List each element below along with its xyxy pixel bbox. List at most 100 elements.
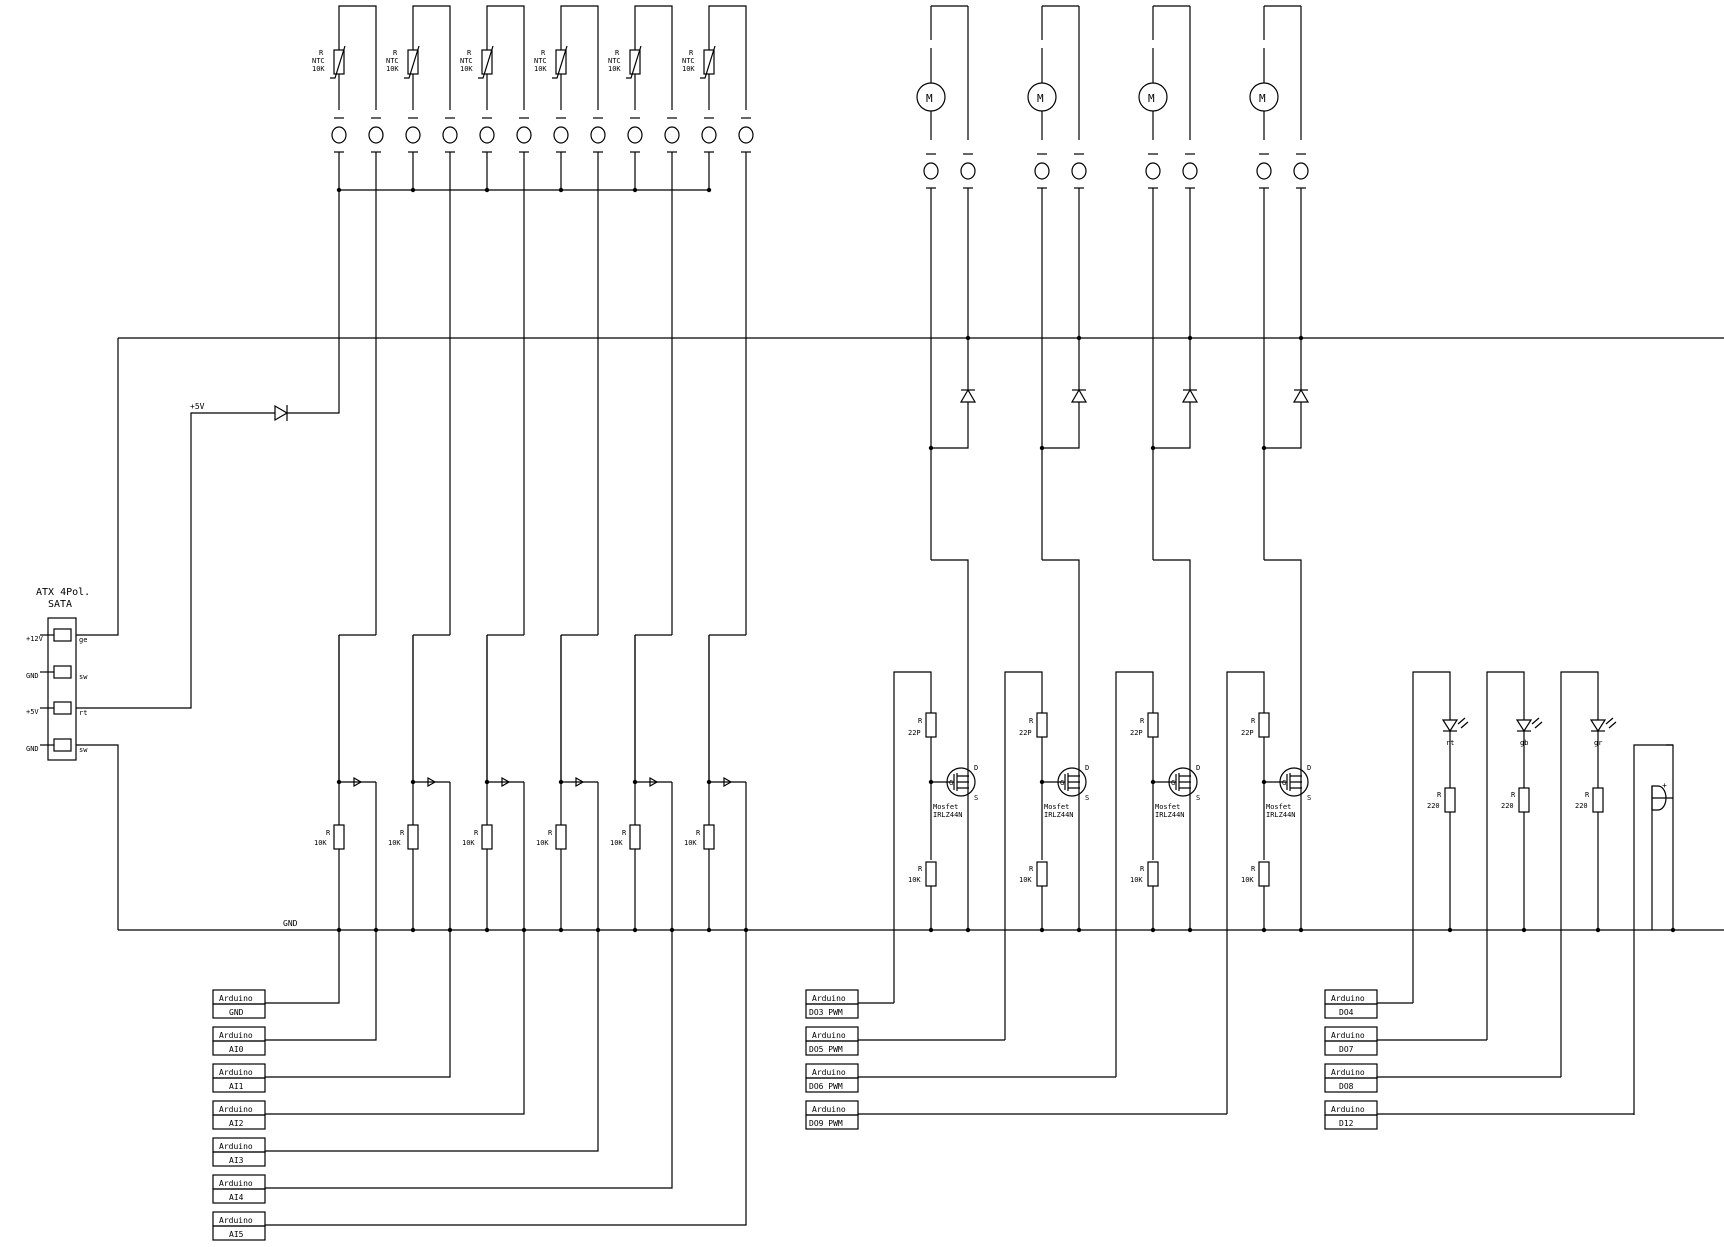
rail-5v — [76, 412, 275, 709]
pin-contact — [1071, 162, 1087, 180]
mosfet-pin-g: G — [1060, 779, 1064, 787]
led-res-value: 220 — [1575, 802, 1588, 810]
junction-dot — [1150, 927, 1156, 933]
connector-pin-socket — [53, 665, 72, 679]
arduino-box-bottom — [212, 1151, 266, 1167]
arduino-box-bottom — [1324, 1003, 1378, 1019]
net-label-gnd: GND — [283, 919, 298, 928]
led-res-value: 220 — [1501, 802, 1514, 810]
ntc-slash — [478, 45, 494, 79]
pin-contact — [405, 126, 421, 144]
arduino-label: Arduino — [812, 1031, 846, 1040]
gate-res-value: 22P — [1130, 729, 1143, 737]
arduino-box-bottom — [212, 1225, 266, 1241]
connector-pin-label-left: +5V — [26, 708, 39, 716]
junction-dot — [706, 927, 712, 933]
arduino-pin-label: DO9 PWM — [809, 1119, 843, 1128]
arduino-pin-label: AI1 — [229, 1082, 244, 1091]
arduino-label: Arduino — [219, 1068, 253, 1077]
pull-res-value: 10K — [1130, 876, 1143, 884]
connector-pin-socket — [53, 628, 72, 642]
gate-resistor — [1036, 712, 1048, 738]
gate-res-r: R — [1029, 717, 1034, 725]
arduino-box-bottom — [805, 1077, 859, 1093]
mosfet-inner — [953, 773, 969, 791]
gate-res-r: R — [1140, 717, 1145, 725]
pulldown-label-r: R — [400, 829, 405, 837]
junction-dot — [410, 187, 416, 193]
arduino-box-bottom — [212, 1114, 266, 1130]
pulldown-resistor — [629, 824, 641, 850]
rail-12v-drop — [76, 338, 119, 636]
pin-contact — [442, 126, 458, 144]
led-res-r: R — [1511, 791, 1516, 799]
ntc-label-r: R — [689, 49, 694, 57]
gate-res-value: 22P — [908, 729, 921, 737]
led-wire — [1486, 671, 1525, 1040]
ntc-label-value: 10K — [460, 65, 473, 73]
flyback-diode — [1181, 388, 1199, 403]
arduino-analog-wire — [265, 930, 377, 1041]
gate-pulldown — [1147, 861, 1159, 887]
arduino-pin-label: AI4 — [229, 1193, 244, 1202]
arduino-box-bottom — [212, 1040, 266, 1056]
mosfet-pin-d: D — [1085, 764, 1089, 772]
junction-dot — [1447, 927, 1453, 933]
ntc-label-r: R — [467, 49, 472, 57]
pin-contact — [1145, 162, 1161, 180]
pulldown-resistor — [333, 824, 345, 850]
wire — [1042, 559, 1080, 930]
gate-res-r: R — [1251, 717, 1256, 725]
junction-dot — [484, 187, 490, 193]
arduino-box-bottom — [805, 1003, 859, 1019]
junction-dot — [1187, 927, 1193, 933]
gate-wire — [1115, 671, 1154, 1077]
arduino-label: Arduino — [1331, 1068, 1365, 1077]
signal-arrow — [427, 776, 437, 788]
arduino-label: Arduino — [1331, 1105, 1365, 1114]
pull-res-r: R — [1140, 865, 1145, 873]
led-res-r: R — [1585, 791, 1590, 799]
signal-arrow — [723, 776, 733, 788]
arduino-box-bottom — [805, 1114, 859, 1130]
arduino-pin-label: D12 — [1339, 1119, 1354, 1128]
arduino-pin-label: DO6 PWM — [809, 1082, 843, 1091]
pin-contact — [331, 126, 347, 144]
led-resistor — [1444, 787, 1456, 813]
arduino-analog-wire — [265, 930, 599, 1152]
ntc-label-type: NTC — [534, 57, 547, 65]
ntc-label-type: NTC — [460, 57, 473, 65]
mosfet-pin-s: S — [974, 794, 978, 802]
mosfet-pin-g: G — [949, 779, 953, 787]
junction-dot — [410, 927, 416, 933]
arduino-pin-label: AI5 — [229, 1230, 244, 1239]
mosfet-pin-s: S — [1196, 794, 1200, 802]
arduino-box-bottom — [212, 1003, 266, 1019]
led-rays — [1605, 717, 1617, 729]
wire — [1264, 402, 1302, 449]
signal-arrow — [501, 776, 511, 788]
ntc-label-value: 10K — [608, 65, 621, 73]
mosfet-inner — [1175, 773, 1191, 791]
ntc-label-value: 10K — [312, 65, 325, 73]
arduino-pin-label: AI0 — [229, 1045, 244, 1054]
connector-pin-label-left: GND — [26, 672, 39, 680]
pin-contact — [1034, 162, 1050, 180]
flyback-diode — [959, 388, 977, 403]
led-wire — [1560, 671, 1599, 1077]
gate-resistor — [1147, 712, 1159, 738]
arduino-box-bottom — [805, 1040, 859, 1056]
arduino-label: Arduino — [219, 994, 253, 1003]
connector-title-1: ATX 4Pol. — [36, 587, 90, 598]
junction-dot — [928, 445, 934, 451]
ntc-label-r: R — [319, 49, 324, 57]
supply-diode — [274, 190, 340, 422]
pin-contact — [664, 126, 680, 144]
arduino-pin-label: DO8 — [1339, 1082, 1354, 1091]
arduino-analog-boxes: ArduinoGNDArduinoAI0ArduinoAI1ArduinoAI2… — [212, 930, 747, 1241]
wire — [1153, 559, 1191, 930]
pin-contact — [516, 126, 532, 144]
